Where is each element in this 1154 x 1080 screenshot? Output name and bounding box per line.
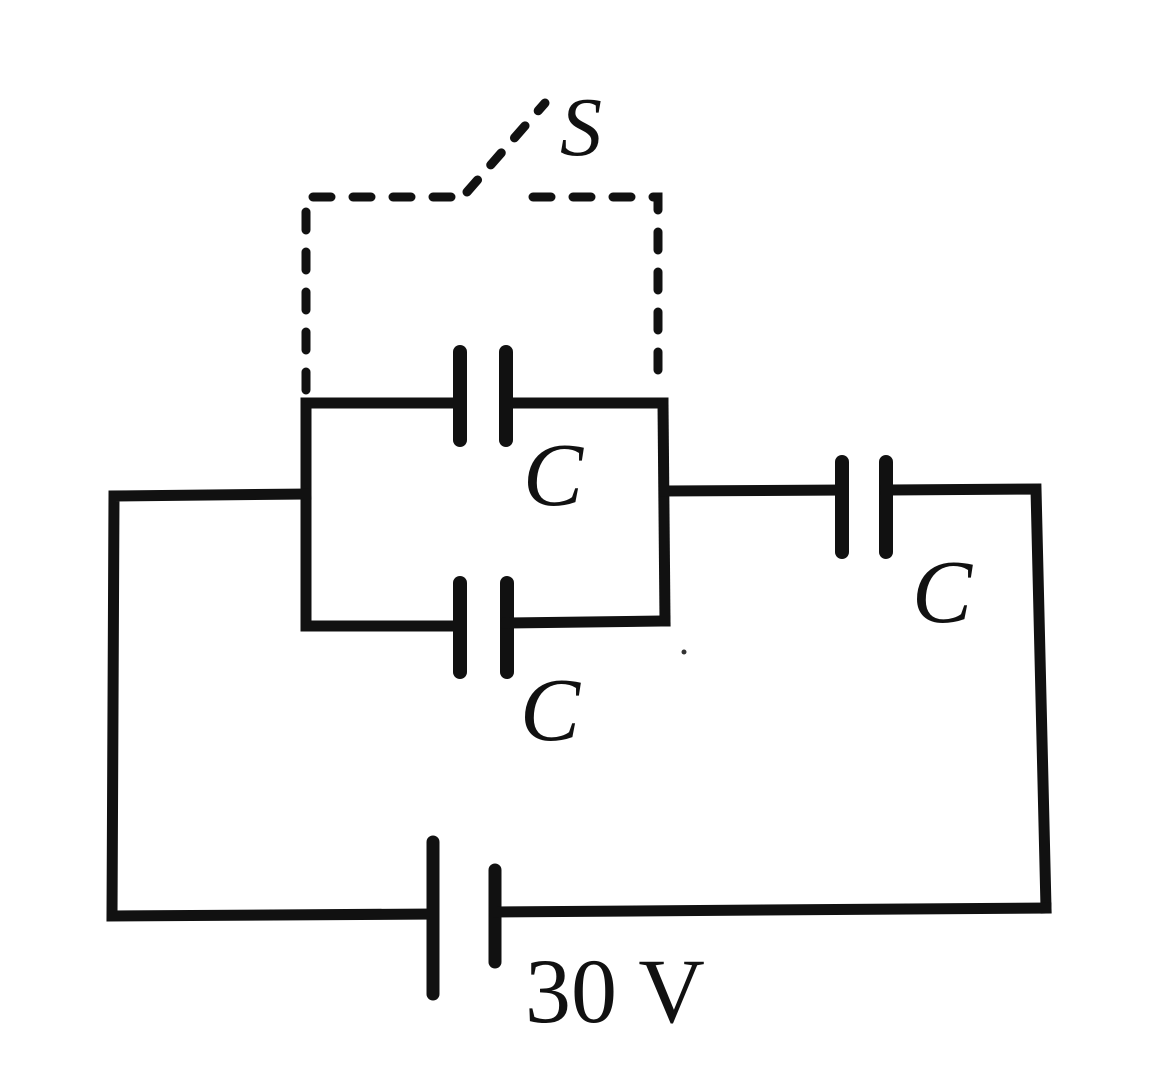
battery: 30 V <box>426 835 1052 1042</box>
capacitor-series: C <box>659 455 1052 914</box>
switch-dashed-left <box>301 192 470 395</box>
rail-right <box>657 397 671 627</box>
cap-series-label: C <box>912 543 973 642</box>
switch-s: S <box>301 81 663 395</box>
cap-top-label: C <box>523 426 584 525</box>
wire-series-left <box>659 484 848 497</box>
wire-battery-right <box>489 902 1052 918</box>
switch-dashed-right <box>528 192 663 395</box>
scan-speck <box>681 649 687 655</box>
switch-blade <box>462 98 550 197</box>
capacitor-top: C <box>300 345 669 525</box>
battery-label: 30 V <box>525 940 705 1042</box>
wire-series-right <box>880 483 1052 914</box>
wire-outer-left <box>106 488 438 922</box>
wire-bottom-right <box>501 615 671 629</box>
capacitor-bottom: C <box>300 576 671 760</box>
cap-bottom-label: C <box>520 661 581 760</box>
switch-label: S <box>560 81 602 174</box>
